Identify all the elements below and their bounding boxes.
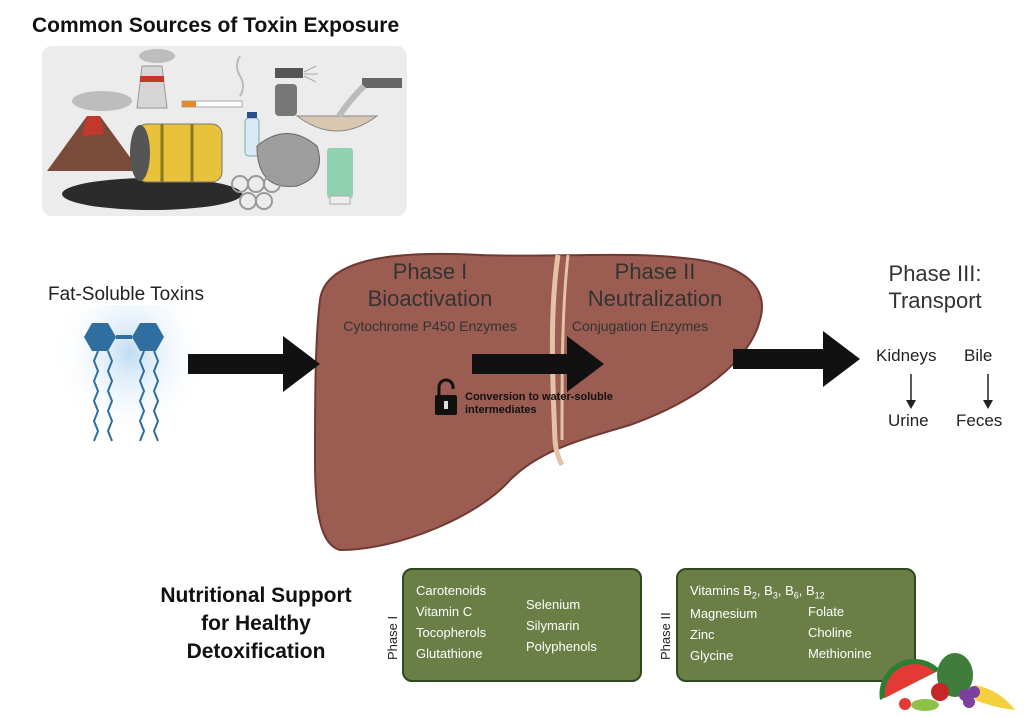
vitamins-prefix: Vitamins B [690, 583, 752, 598]
urine-label: Urine [888, 411, 929, 430]
fat-soluble-toxins-label: Fat-Soluble Toxins [48, 284, 204, 305]
nutrient-item: Folate [808, 604, 845, 619]
phase3-title: Phase III: Transport [860, 260, 1010, 314]
feces-label: Feces [956, 411, 1003, 430]
nutrition-title-line1: Nutritional Support [160, 584, 352, 607]
nutrient-item: Polyphenols [526, 639, 597, 654]
phase2-nutrients-label: Phase II [658, 612, 673, 660]
conversion-line2: intermediates [465, 404, 537, 416]
phase2-nutrients-col1: Magnesium Zinc Glycine [690, 603, 757, 666]
bile-label: Bile [964, 346, 993, 365]
arrow-to-phase2-icon [472, 336, 604, 392]
vitamin-b-sub: 6 [793, 590, 799, 601]
phase2-title: Phase II Neutralization [560, 258, 750, 312]
phase1-nutrients-box: Carotenoids Vitamin C Tocopherols Glutat… [402, 568, 642, 682]
water-bottle-icon [244, 112, 260, 157]
nutrient-item: Vitamin C [416, 604, 473, 619]
sources-title: Common Sources of Toxin Exposure [32, 14, 400, 37]
vitamin-b-sub: 3 [772, 590, 778, 601]
nutrient-item: Tocopherols [416, 625, 487, 640]
volcano-icon [47, 91, 140, 171]
spray-bottle-icon [275, 65, 318, 116]
kidneys-label: Kidneys [876, 346, 937, 365]
unlocked-padlock-icon [435, 378, 457, 415]
vitamin-b-sub: 12 [814, 590, 825, 601]
down-arrow-bile-icon [983, 374, 993, 409]
phase2-title-line1: Phase II [614, 259, 696, 284]
phase1-nutrients-col1: Carotenoids Vitamin C Tocopherols Glutat… [416, 580, 486, 664]
nutrition-title-line3: Detoxification [186, 640, 326, 663]
nutrient-item: Zinc [690, 627, 715, 642]
factory-stack-icon [136, 49, 175, 109]
phase1-title-line1: Phase I [392, 259, 468, 284]
phase2-subtitle: Conjugation Enzymes [571, 318, 709, 334]
bowl-icon [295, 78, 402, 132]
cigarette-icon [181, 55, 244, 108]
nutrient-item: Choline [808, 625, 853, 640]
nutrient-item: Glutathione [416, 646, 483, 661]
arrow-to-phase3-icon [733, 331, 860, 387]
nutrition-title: Nutritional Support for Healthy Detoxifi… [140, 582, 372, 666]
phase3-title-line1: Phase III: [888, 261, 982, 286]
vitamin-b-sub: 2 [751, 590, 757, 601]
phase1-title: Phase I Bioactivation [335, 258, 525, 312]
fruits-vegetables-icon [879, 653, 1015, 711]
nutrition-title-line2: for Healthy [201, 612, 311, 635]
conversion-line1: Conversion to water-soluble [465, 391, 613, 403]
lotion-tube-icon [327, 148, 353, 205]
barrel-icon [130, 123, 223, 183]
phase2-title-line2: Neutralization [587, 286, 723, 311]
phase1-subtitle: Cytochrome P450 Enzymes [343, 318, 517, 334]
nutrient-item: Methionine [808, 646, 872, 661]
nutrient-item: Silymarin [526, 618, 580, 633]
oil-puddle-icon [62, 178, 242, 210]
conversion-note: Conversion to water-soluble intermediate… [465, 391, 645, 417]
nutrient-item: Glycine [690, 648, 734, 663]
nutrient-item: Selenium [526, 597, 581, 612]
phase1-title-line2: Bioactivation [367, 286, 493, 311]
plastic-rings-icon [231, 175, 281, 210]
toxin-sources-illustration [42, 46, 407, 216]
arrow-to-phase1-icon [188, 336, 320, 392]
phase1-nutrients-label: Phase I [385, 615, 400, 660]
nutrient-item: Magnesium [690, 606, 758, 621]
liver-illustration [313, 252, 763, 552]
down-arrow-kidneys-icon [906, 374, 916, 409]
vitamins-b-line: Vitamins B2, B3, B6, B12 [690, 583, 825, 601]
phase1-nutrients-col2: Selenium Silymarin Polyphenols [526, 594, 597, 657]
phase3-title-line2: Transport [888, 288, 982, 313]
nutrient-item: Carotenoids [416, 583, 487, 598]
phase2-nutrients-col2: Folate Choline Methionine [808, 601, 872, 664]
fat-soluble-toxin-molecule-icon [60, 305, 200, 465]
phase2-nutrients-box: Vitamins B2, B3, B6, B12 Magnesium Zinc … [676, 568, 916, 682]
